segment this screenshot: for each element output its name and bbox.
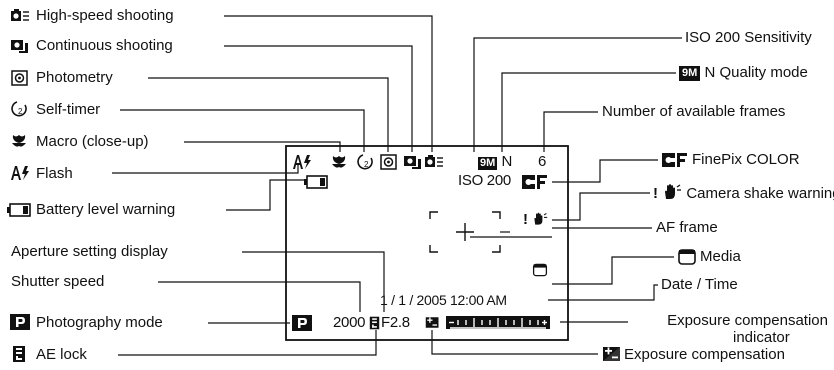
lcd-program-icon bbox=[292, 315, 312, 331]
label-flash: Flash bbox=[36, 165, 73, 182]
lcd-iso: ISO 200 bbox=[458, 172, 511, 189]
label-exposure-compensation: Exposure compensation bbox=[624, 346, 785, 363]
lcd-ae-lock-icon bbox=[369, 316, 380, 330]
lcd-date-time: 1 / 1 / 2005 12:00 AM bbox=[380, 292, 507, 308]
label-finepix-color: FinePix COLOR bbox=[692, 151, 800, 168]
label-ae-lock: AE lock bbox=[36, 346, 87, 363]
ae-lock-icon bbox=[13, 346, 25, 362]
label-exposure-indicator-line2: indicator bbox=[733, 329, 790, 346]
lcd-exposure-icon bbox=[425, 317, 439, 328]
label-exposure-indicator: Exposure compensation bbox=[667, 312, 828, 329]
lcd-macro-icon bbox=[332, 156, 346, 168]
label-macro: Macro (close-up) bbox=[36, 133, 149, 150]
label-self-timer: Self-timer bbox=[36, 101, 101, 118]
lcd-battery-icon bbox=[304, 175, 328, 189]
camera-shake-hand-icon bbox=[665, 184, 682, 199]
lcd-quality-badge: 9M bbox=[478, 157, 498, 170]
self-timer-icon: 2 bbox=[11, 101, 27, 117]
program-mode-icon bbox=[10, 314, 30, 330]
label-photography-mode: Photography mode bbox=[36, 314, 163, 331]
high-speed-shooting-icon bbox=[11, 9, 29, 21]
shake-label: Camera shake warning bbox=[686, 185, 834, 202]
lcd-frames: 6 bbox=[538, 153, 547, 170]
label-available-frames: Number of available frames bbox=[602, 103, 786, 120]
shake-prefix: ! bbox=[653, 185, 658, 202]
lcd-quality-letter: N bbox=[501, 153, 513, 170]
lcd-shutter: 2000 bbox=[333, 314, 366, 331]
label-camera-shake: ! Camera shake warning bbox=[653, 184, 834, 203]
battery-icon bbox=[7, 203, 31, 217]
af-frame bbox=[429, 211, 501, 253]
continuous-shooting-icon bbox=[11, 40, 28, 53]
lcd-photometry-icon bbox=[380, 154, 397, 170]
quality-label: Quality mode bbox=[719, 64, 808, 81]
media-card-icon bbox=[678, 249, 696, 265]
lcd-finepix-icon bbox=[522, 175, 547, 189]
svg-text:2: 2 bbox=[364, 160, 369, 169]
label-high-speed-shooting: High-speed shooting bbox=[36, 7, 174, 24]
lcd-shake-warning: ! bbox=[523, 212, 548, 228]
lcd-media-icon bbox=[532, 263, 548, 277]
label-media: Media bbox=[700, 248, 741, 265]
label-aperture: Aperture setting display bbox=[11, 243, 168, 260]
label-shutter: Shutter speed bbox=[11, 273, 105, 290]
lcd-flash-icon bbox=[293, 155, 311, 169]
quality-letter: N bbox=[704, 64, 716, 81]
iso-prefix: ISO 200 bbox=[685, 29, 741, 46]
lcd-aperture: F2.8 bbox=[381, 314, 410, 331]
finepix-color-icon bbox=[662, 153, 687, 167]
quality-badge: 9M bbox=[679, 66, 701, 81]
label-iso-sensitivity: ISO 200 Sensitivity bbox=[685, 29, 812, 47]
lcd-continuous-icon bbox=[404, 156, 421, 169]
lcd-shake-hand-icon bbox=[534, 212, 548, 225]
lcd-frame bbox=[285, 145, 569, 341]
lcd-self-timer-icon: 2 bbox=[357, 154, 373, 170]
exposure-compensation-icon bbox=[603, 347, 620, 361]
label-photometry: Photometry bbox=[36, 69, 113, 86]
label-date-time: Date / Time bbox=[661, 276, 738, 293]
lcd-quality: 9M N bbox=[478, 154, 512, 170]
macro-flower-icon bbox=[12, 135, 26, 147]
lcd-exposure-scale bbox=[446, 316, 550, 329]
label-continuous-shooting: Continuous shooting bbox=[36, 37, 173, 54]
label-quality-mode: 9M N Quality mode bbox=[679, 64, 808, 82]
label-battery: Battery level warning bbox=[36, 201, 176, 218]
photometry-icon bbox=[11, 70, 28, 86]
lcd-high-speed-icon bbox=[425, 155, 443, 167]
svg-text:2: 2 bbox=[18, 107, 23, 116]
flash-icon bbox=[11, 166, 29, 180]
lcd-shake-exclaim: ! bbox=[523, 211, 528, 228]
label-af-frame: AF frame bbox=[656, 219, 718, 236]
iso-label: Sensitivity bbox=[744, 29, 812, 46]
